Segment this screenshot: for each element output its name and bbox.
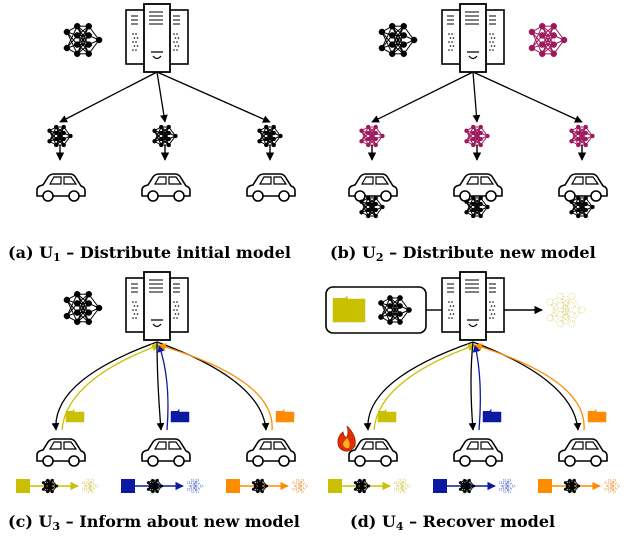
arrow-icon [158,343,273,431]
car-icon [453,438,503,467]
neural-network-icon [569,195,595,219]
neural-network-icon [41,478,59,494]
arrow-icon [472,71,583,123]
neural-network-icon [353,478,371,494]
arrow-icon [156,341,270,431]
neural-network-icon [63,22,103,58]
folder-icon [587,408,607,423]
neural-network-icon [251,478,269,494]
neural-network-icon [291,478,309,494]
neural-network-icon [359,124,385,148]
arrow-icon [61,343,160,431]
arrow-icon [157,344,169,431]
neural-network-icon [63,290,103,326]
car-icon [348,173,398,202]
neural-network-icon [378,295,412,325]
folder-icon [65,408,85,423]
model-square [538,479,552,493]
folder-icon [170,408,190,423]
arrow-icon [472,71,481,123]
arrow-icon [156,341,165,431]
neural-network-icon [257,124,283,148]
folder-icon [377,408,397,423]
server-icon [441,271,505,341]
neural-network-icon [528,22,568,58]
arrow-icon [474,343,585,431]
neural-network-icon [47,124,73,148]
caption-c: (c) U3 – Inform about new model [8,512,300,533]
car-icon [246,173,296,202]
caption-d: (d) U4 – Recover model [350,512,556,533]
model-square [226,479,240,493]
arrow-icon [51,341,158,431]
model-square [433,479,447,493]
neural-network-icon [563,478,581,494]
neural-network-icon [186,478,204,494]
neural-network-icon [152,124,178,148]
server-icon [441,3,505,73]
neural-network-icon [546,292,586,328]
car-icon [141,438,191,467]
neural-network-icon [146,478,164,494]
arrow-icon [468,341,477,431]
arrow-icon [371,71,474,123]
model-square [328,479,342,493]
arrow-icon [373,343,476,431]
car-icon [348,438,398,467]
neural-network-icon [393,478,411,494]
server-icon [125,3,189,73]
fire-icon [337,425,356,452]
neural-network-icon [464,195,490,219]
car-icon [558,173,608,202]
neural-network-icon [498,478,516,494]
car-icon [453,173,503,202]
caption-a: (a) U1 – Distribute initial model [8,243,291,264]
arrow-icon [472,344,481,431]
car-icon [36,173,86,202]
car-icon [246,438,296,467]
neural-network-icon [569,124,595,148]
model-square [121,479,135,493]
arrow-icon [156,71,271,123]
car-icon [141,173,191,202]
neural-network-icon [603,478,621,494]
car-icon [36,438,86,467]
folder-icon [275,408,295,423]
car-icon [558,438,608,467]
neural-network-icon [378,22,418,58]
arrow-icon [156,71,168,123]
arrow-icon [59,71,158,123]
arrow-icon [363,341,474,431]
folder-icon [482,408,502,423]
neural-network-icon [359,195,385,219]
model-square [16,479,30,493]
caption-b: (b) U2 – Distribute new model [330,243,596,264]
folder-icon [332,295,366,323]
server-icon [125,271,189,341]
neural-network-icon [458,478,476,494]
neural-network-icon [464,124,490,148]
neural-network-icon [81,478,99,494]
